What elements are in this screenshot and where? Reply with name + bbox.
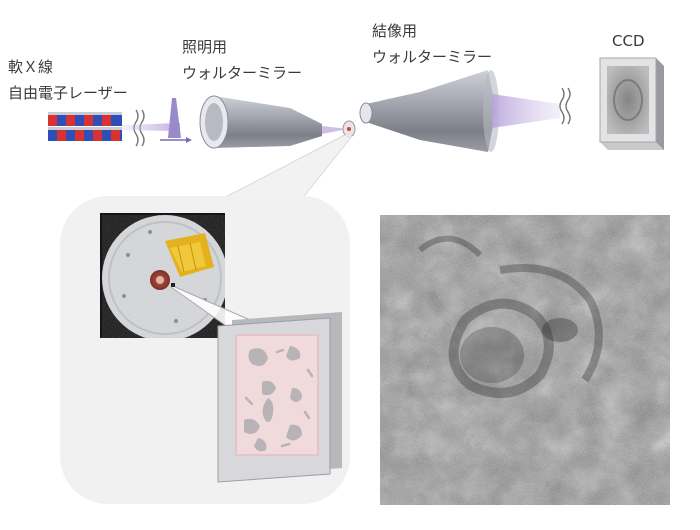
undulator-magnets — [48, 112, 122, 141]
soft-xray-microscope-image — [380, 215, 670, 505]
xray-beam-incoming — [122, 123, 180, 131]
xray-beam-to-ccd — [492, 94, 560, 128]
sample-holder-photo — [100, 213, 225, 338]
membrane-window — [217, 312, 342, 483]
label-laser-line2: 自由電子レーザー — [8, 84, 128, 102]
ccd-detector — [599, 57, 664, 150]
label-illum-line1: 照明用 — [182, 38, 227, 56]
zoom-wedge — [226, 135, 352, 197]
zoom-line-inner — [170, 286, 233, 331]
zoom-wedge-inner — [171, 287, 250, 330]
illumination-wolter-mirror — [199, 95, 322, 149]
label-imaging-line1: 結像用 — [372, 22, 417, 40]
xray-beam-focused — [322, 126, 348, 134]
label-illum-line2: ウォルターミラー — [182, 64, 302, 82]
aperture-slit — [160, 98, 192, 143]
label-laser-line1: 軟Ｘ線 — [8, 58, 53, 76]
zoom-line-inner — [174, 286, 251, 321]
label-imaging-line2: ウォルターミラー — [372, 48, 492, 66]
sample-point — [342, 120, 356, 138]
label-ccd: CCD — [612, 32, 645, 50]
imaging-wolter-mirror — [359, 70, 499, 152]
break-marks-right — [559, 87, 571, 125]
